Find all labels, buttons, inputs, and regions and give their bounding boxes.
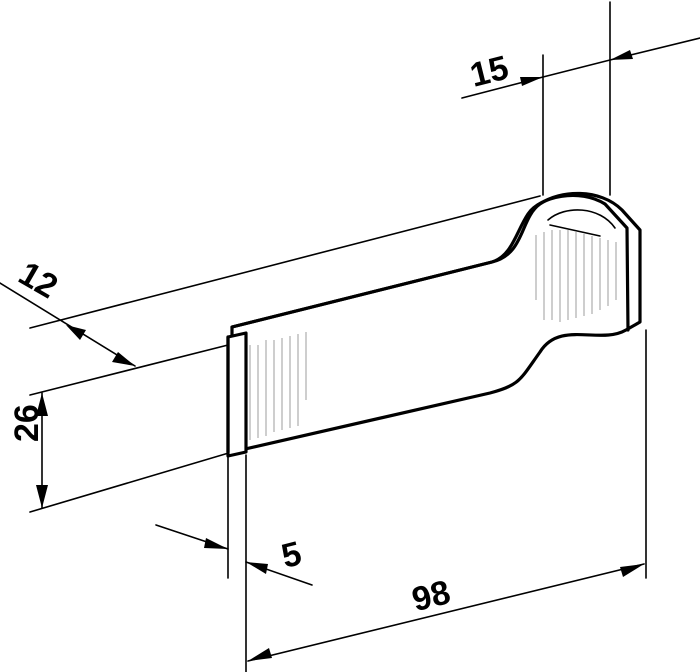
- dim-5-label: 5: [278, 534, 306, 575]
- dim-12-label: 12: [12, 254, 64, 306]
- dimension-15: 15: [461, 37, 700, 99]
- extension-lines: [29, 1, 647, 672]
- part-outline: [226, 191, 642, 458]
- dimension-98: 98: [247, 563, 645, 662]
- blade-end-face: [226, 331, 248, 458]
- shading: [249, 230, 617, 440]
- dim-26-label: 26: [8, 404, 46, 442]
- blade-front-face: [230, 191, 642, 454]
- dimension-26: 26: [8, 392, 48, 509]
- dimension-5: 5: [155, 524, 313, 586]
- dim-15-label: 15: [466, 49, 512, 95]
- blade-top-edge: [230, 193, 630, 332]
- dim-98-label: 98: [408, 573, 454, 619]
- dimension-12: 12: [0, 254, 136, 367]
